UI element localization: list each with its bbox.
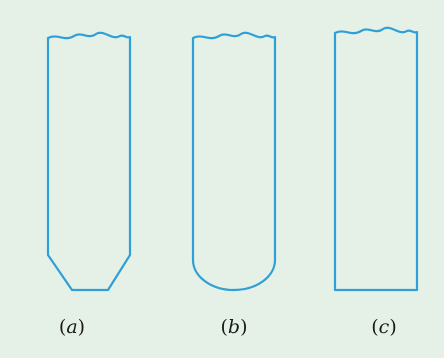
specimen-a-outline (46, 31, 132, 292)
caption-b: (b) (220, 316, 248, 338)
specimen-b-outline (191, 31, 277, 292)
specimen-c-outline (333, 26, 419, 292)
caption-c: (c) (371, 316, 397, 338)
caption-a: (a) (58, 316, 86, 338)
